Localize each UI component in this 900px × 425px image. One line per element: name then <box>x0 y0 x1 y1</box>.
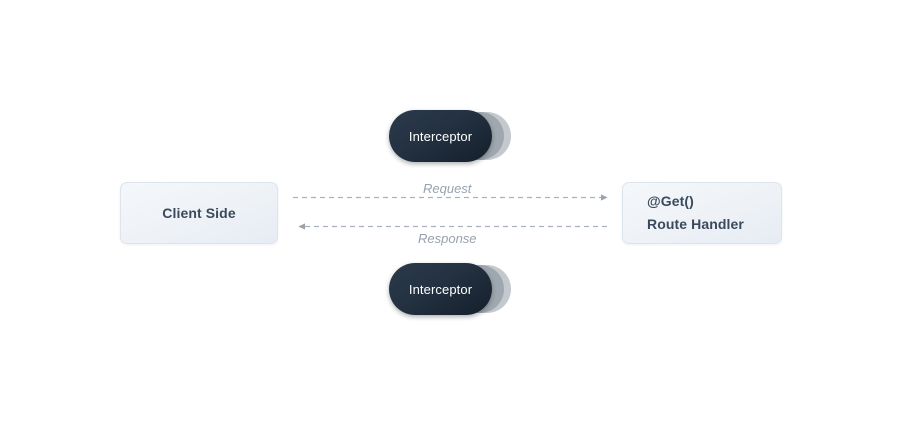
interceptor-bottom-body[interactable]: Interceptor <box>389 263 492 315</box>
response-edge-label: Response <box>418 231 477 246</box>
client-side-label: Client Side <box>162 205 236 221</box>
interceptor-top-label: Interceptor <box>408 128 473 144</box>
route-handler-text-stack: @Get() Route Handler <box>647 193 744 232</box>
request-edge-label: Request <box>423 181 472 196</box>
node-client-side[interactable]: Client Side <box>120 182 278 244</box>
route-handler-decorator-label: @Get() <box>647 193 694 210</box>
route-handler-name-label: Route Handler <box>647 216 744 232</box>
node-route-handler[interactable]: @Get() Route Handler <box>622 182 782 244</box>
node-interceptor-top[interactable]: Interceptor <box>389 110 511 162</box>
node-interceptor-bottom[interactable]: Interceptor <box>389 263 511 315</box>
interceptor-bottom-label: Interceptor <box>408 281 473 297</box>
interceptor-top-body[interactable]: Interceptor <box>389 110 492 162</box>
